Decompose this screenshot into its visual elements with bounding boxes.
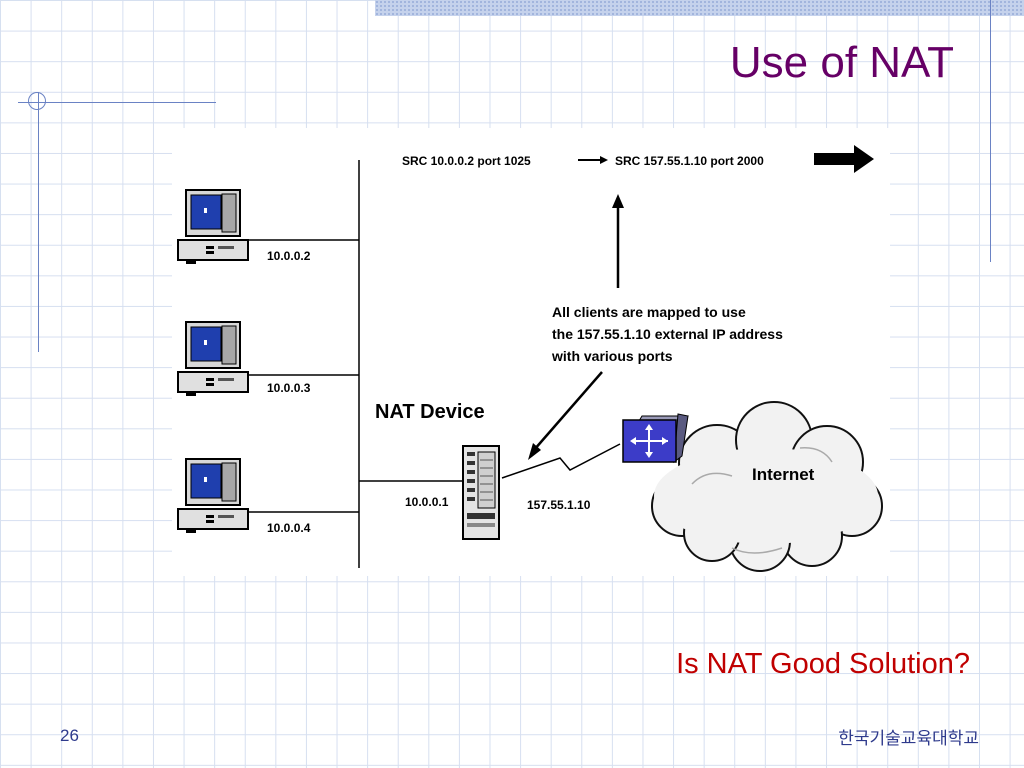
arrow-icon (528, 443, 541, 460)
decorative-line (18, 102, 216, 103)
nat-inside-ip-label: 10.0.0.1 (405, 495, 449, 509)
source-before-label: SRC 10.0.0.2 port 1025 (402, 154, 531, 168)
internet-label: Internet (752, 465, 815, 484)
nat-diagram: 10.0.0.2 10.0.0.3 10.0.0.4 SRC 10.0.0.2 … (172, 128, 890, 576)
top-decoration-band (375, 0, 1024, 16)
decorative-line (990, 0, 991, 262)
client-ip-label: 10.0.0.2 (267, 249, 311, 263)
decorative-circle (28, 92, 46, 110)
arrow-icon (600, 156, 608, 164)
mapping-note-line: All clients are mapped to use (552, 304, 746, 320)
decorative-line (38, 92, 39, 352)
mapping-note-line: with various ports (551, 348, 673, 364)
computer-icon (177, 189, 249, 265)
nat-outside-ip-label: 157.55.1.10 (527, 498, 591, 512)
footer-institution: 한국기술교육대학교 (838, 729, 979, 748)
arrow-icon (612, 194, 624, 208)
client-ip-label: 10.0.0.4 (267, 521, 311, 535)
client-ip-label: 10.0.0.3 (267, 381, 311, 395)
server-icon (462, 445, 500, 540)
mapping-note-line: the 157.55.1.10 external IP address (552, 326, 783, 342)
question-text: Is NAT Good Solution? (676, 648, 970, 680)
arrow-icon (814, 145, 874, 173)
computer-icon (177, 458, 249, 534)
wan-link (501, 443, 621, 479)
slide-title: Use of NAT (729, 38, 954, 87)
router-icon (622, 413, 689, 464)
page-number: 26 (60, 726, 79, 745)
nat-device-label: NAT Device (375, 401, 485, 423)
source-after-label: SRC 157.55.1.10 port 2000 (615, 154, 764, 168)
cloud-icon (651, 401, 883, 572)
computer-icon (177, 321, 249, 397)
